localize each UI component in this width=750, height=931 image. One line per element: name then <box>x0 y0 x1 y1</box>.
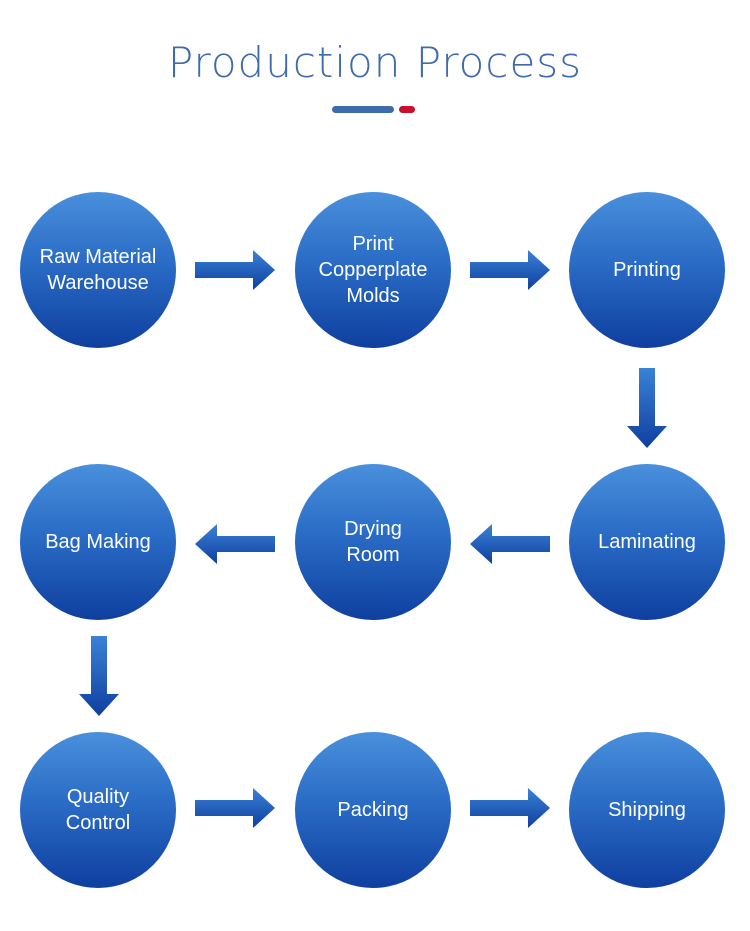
step-drying-room: Drying Room <box>295 464 451 620</box>
title-underline-red <box>399 106 415 113</box>
step-packing: Packing <box>295 732 451 888</box>
arrow-right-icon <box>195 250 275 290</box>
step-quality-control: Quality Control <box>20 732 176 888</box>
step-print-copperplate-molds: Print Copperplate Molds <box>295 192 451 348</box>
step-printing: Printing <box>569 192 725 348</box>
arrow-right-icon <box>470 250 550 290</box>
step-shipping: Shipping <box>569 732 725 888</box>
arrow-right-icon <box>195 788 275 828</box>
step-raw-material-warehouse: Raw Material Warehouse <box>20 192 176 348</box>
title-underline-blue <box>332 106 394 113</box>
arrow-left-icon <box>195 524 275 564</box>
arrow-down-icon <box>627 368 667 448</box>
arrow-down-icon <box>79 636 119 716</box>
arrow-left-icon <box>470 524 550 564</box>
step-bag-making: Bag Making <box>20 464 176 620</box>
page-title: Production Process <box>167 38 583 87</box>
arrow-right-icon <box>470 788 550 828</box>
step-laminating: Laminating <box>569 464 725 620</box>
